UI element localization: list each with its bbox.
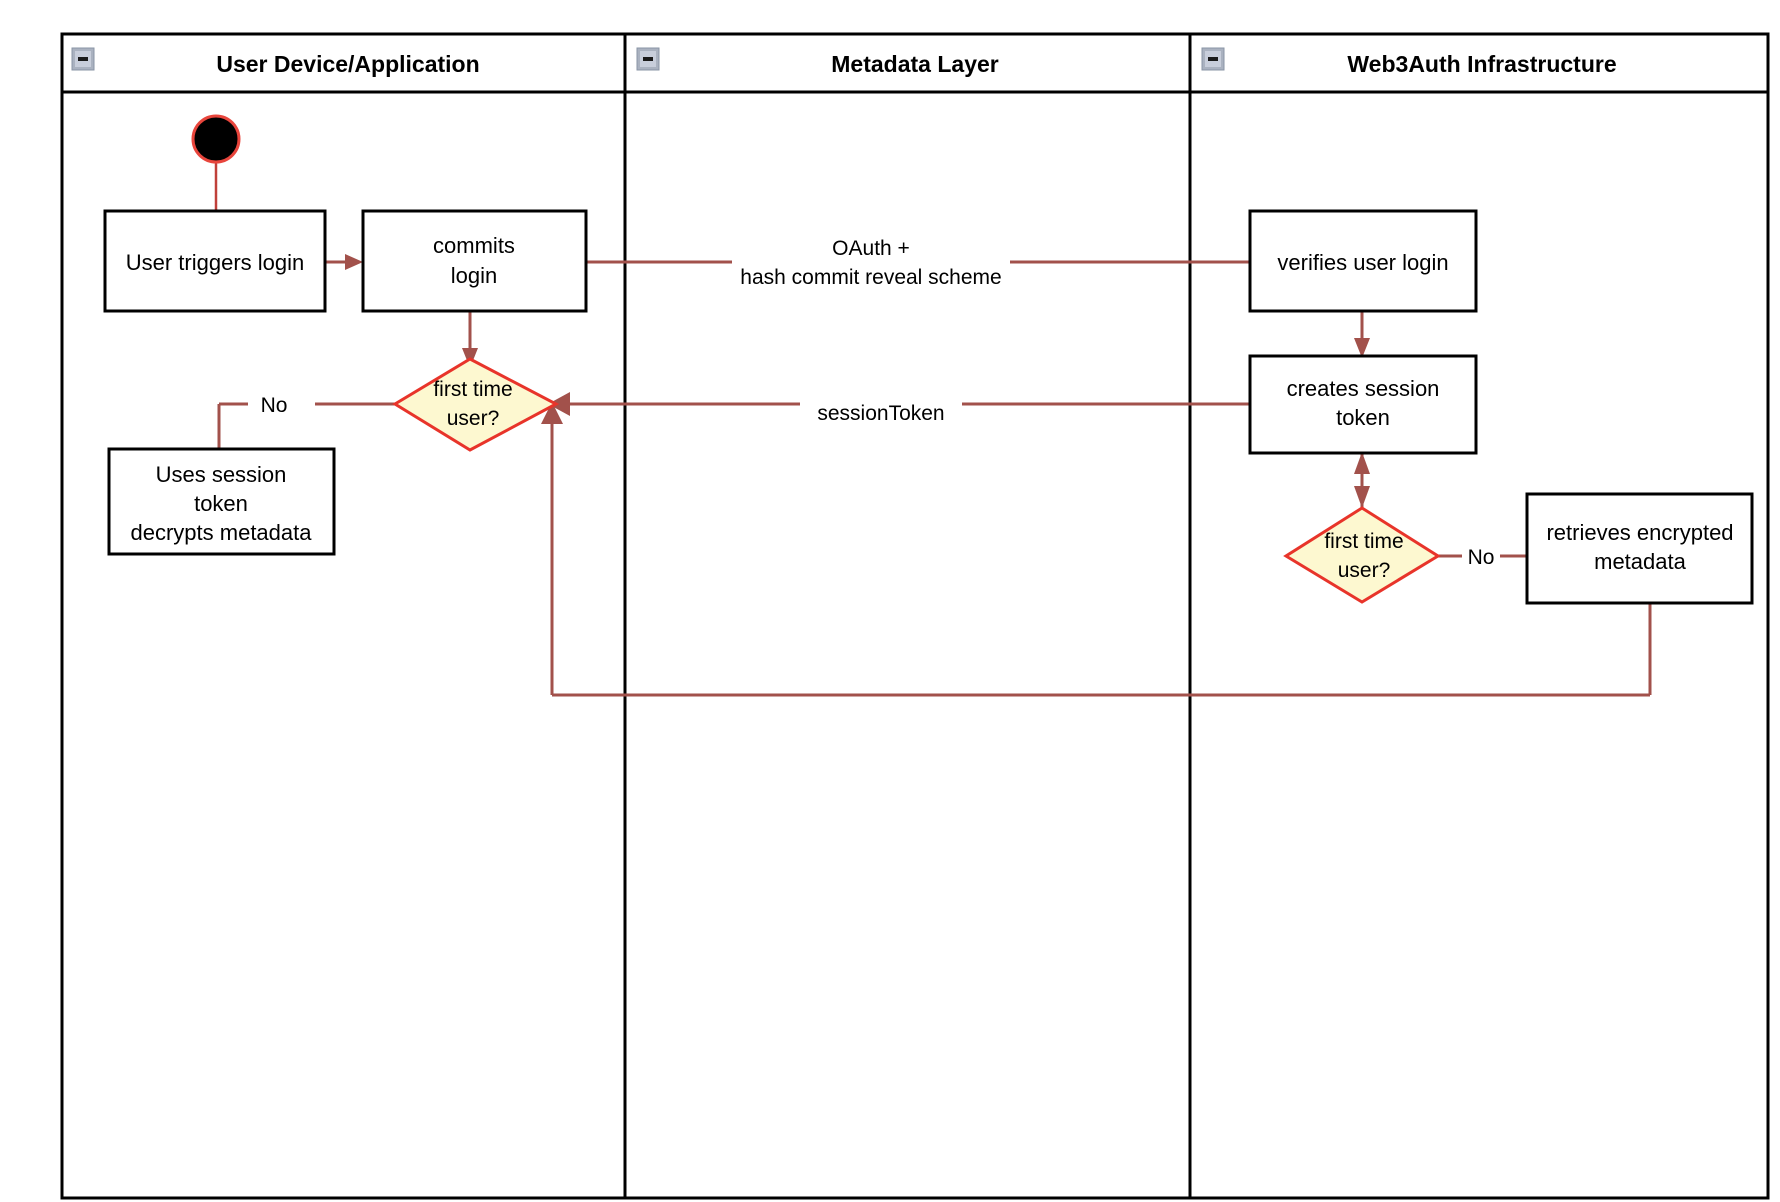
node-retrieves-encrypted-metadata[interactable]: retrieves encrypted metadata [1525,492,1754,605]
node-user-triggers-login-label: User triggers login [126,250,305,275]
edge-label-no-right: No [1468,546,1495,569]
node-creates-session-line1: creates session [1287,376,1440,401]
node-verifies-user-login[interactable]: verifies user login [1248,209,1478,313]
node-uses-session-line3: decrypts metadata [131,520,313,545]
minus-icon[interactable] [636,47,660,71]
node-commits-login[interactable]: commits login [361,209,588,313]
edge-label-oauth-line2: hash commit reveal scheme [740,266,1001,289]
minus-icon[interactable] [1201,47,1225,71]
node-creates-session-line2: token [1336,405,1390,430]
node-decision-first-time-user-left[interactable]: first time user? [392,357,560,452]
node-decision-left-line1: first time [433,378,512,401]
node-decision-first-time-user-right[interactable]: first time user? [1283,506,1441,604]
node-commits-login-line2: login [451,263,497,288]
arrow-head-return-into-decision [541,402,563,424]
node-decision-right-line1: first time [1324,530,1403,553]
arrow-head-verifies-to-creates [1354,338,1370,358]
swimlane-frame [60,32,1770,1200]
start-node [191,114,241,164]
lane-title-metadata-layer: Metadata Layer [831,51,999,77]
lane-header-metadata-layer[interactable]: Metadata Layer [636,47,999,77]
node-retrieves-line1: retrieves encrypted [1546,520,1733,545]
node-verifies-user-login-label: verifies user login [1277,250,1448,275]
edge-label-no-left: No [261,394,288,417]
node-user-triggers-login[interactable]: User triggers login [103,209,327,313]
edge-label-oauth-line1: OAuth + [832,237,910,260]
node-uses-session-line2: token [194,491,248,516]
lane-header-user-device[interactable]: User Device/Application [71,47,480,77]
node-uses-session-token[interactable]: Uses session token decrypts metadata [107,447,336,556]
arrow-head-up-creates-decision [1354,452,1370,474]
lane-title-web3auth: Web3Auth Infrastructure [1347,51,1616,77]
node-commits-login-line1: commits [433,233,515,258]
minus-icon[interactable] [71,47,95,71]
node-creates-session-token[interactable]: creates session token [1248,354,1478,455]
arrow-head-down-creates-decision [1354,486,1370,508]
node-uses-session-line1: Uses session [156,462,287,487]
lane-header-web3auth[interactable]: Web3Auth Infrastructure [1201,47,1617,77]
node-retrieves-line2: metadata [1594,549,1686,574]
lane-title-user-device: User Device/Application [216,51,479,77]
node-decision-right-line2: user? [1338,559,1391,582]
node-decision-left-line2: user? [447,407,500,430]
arrow-head-trigger-to-commits [345,254,363,270]
edge-label-session-token: sessionToken [817,402,944,425]
